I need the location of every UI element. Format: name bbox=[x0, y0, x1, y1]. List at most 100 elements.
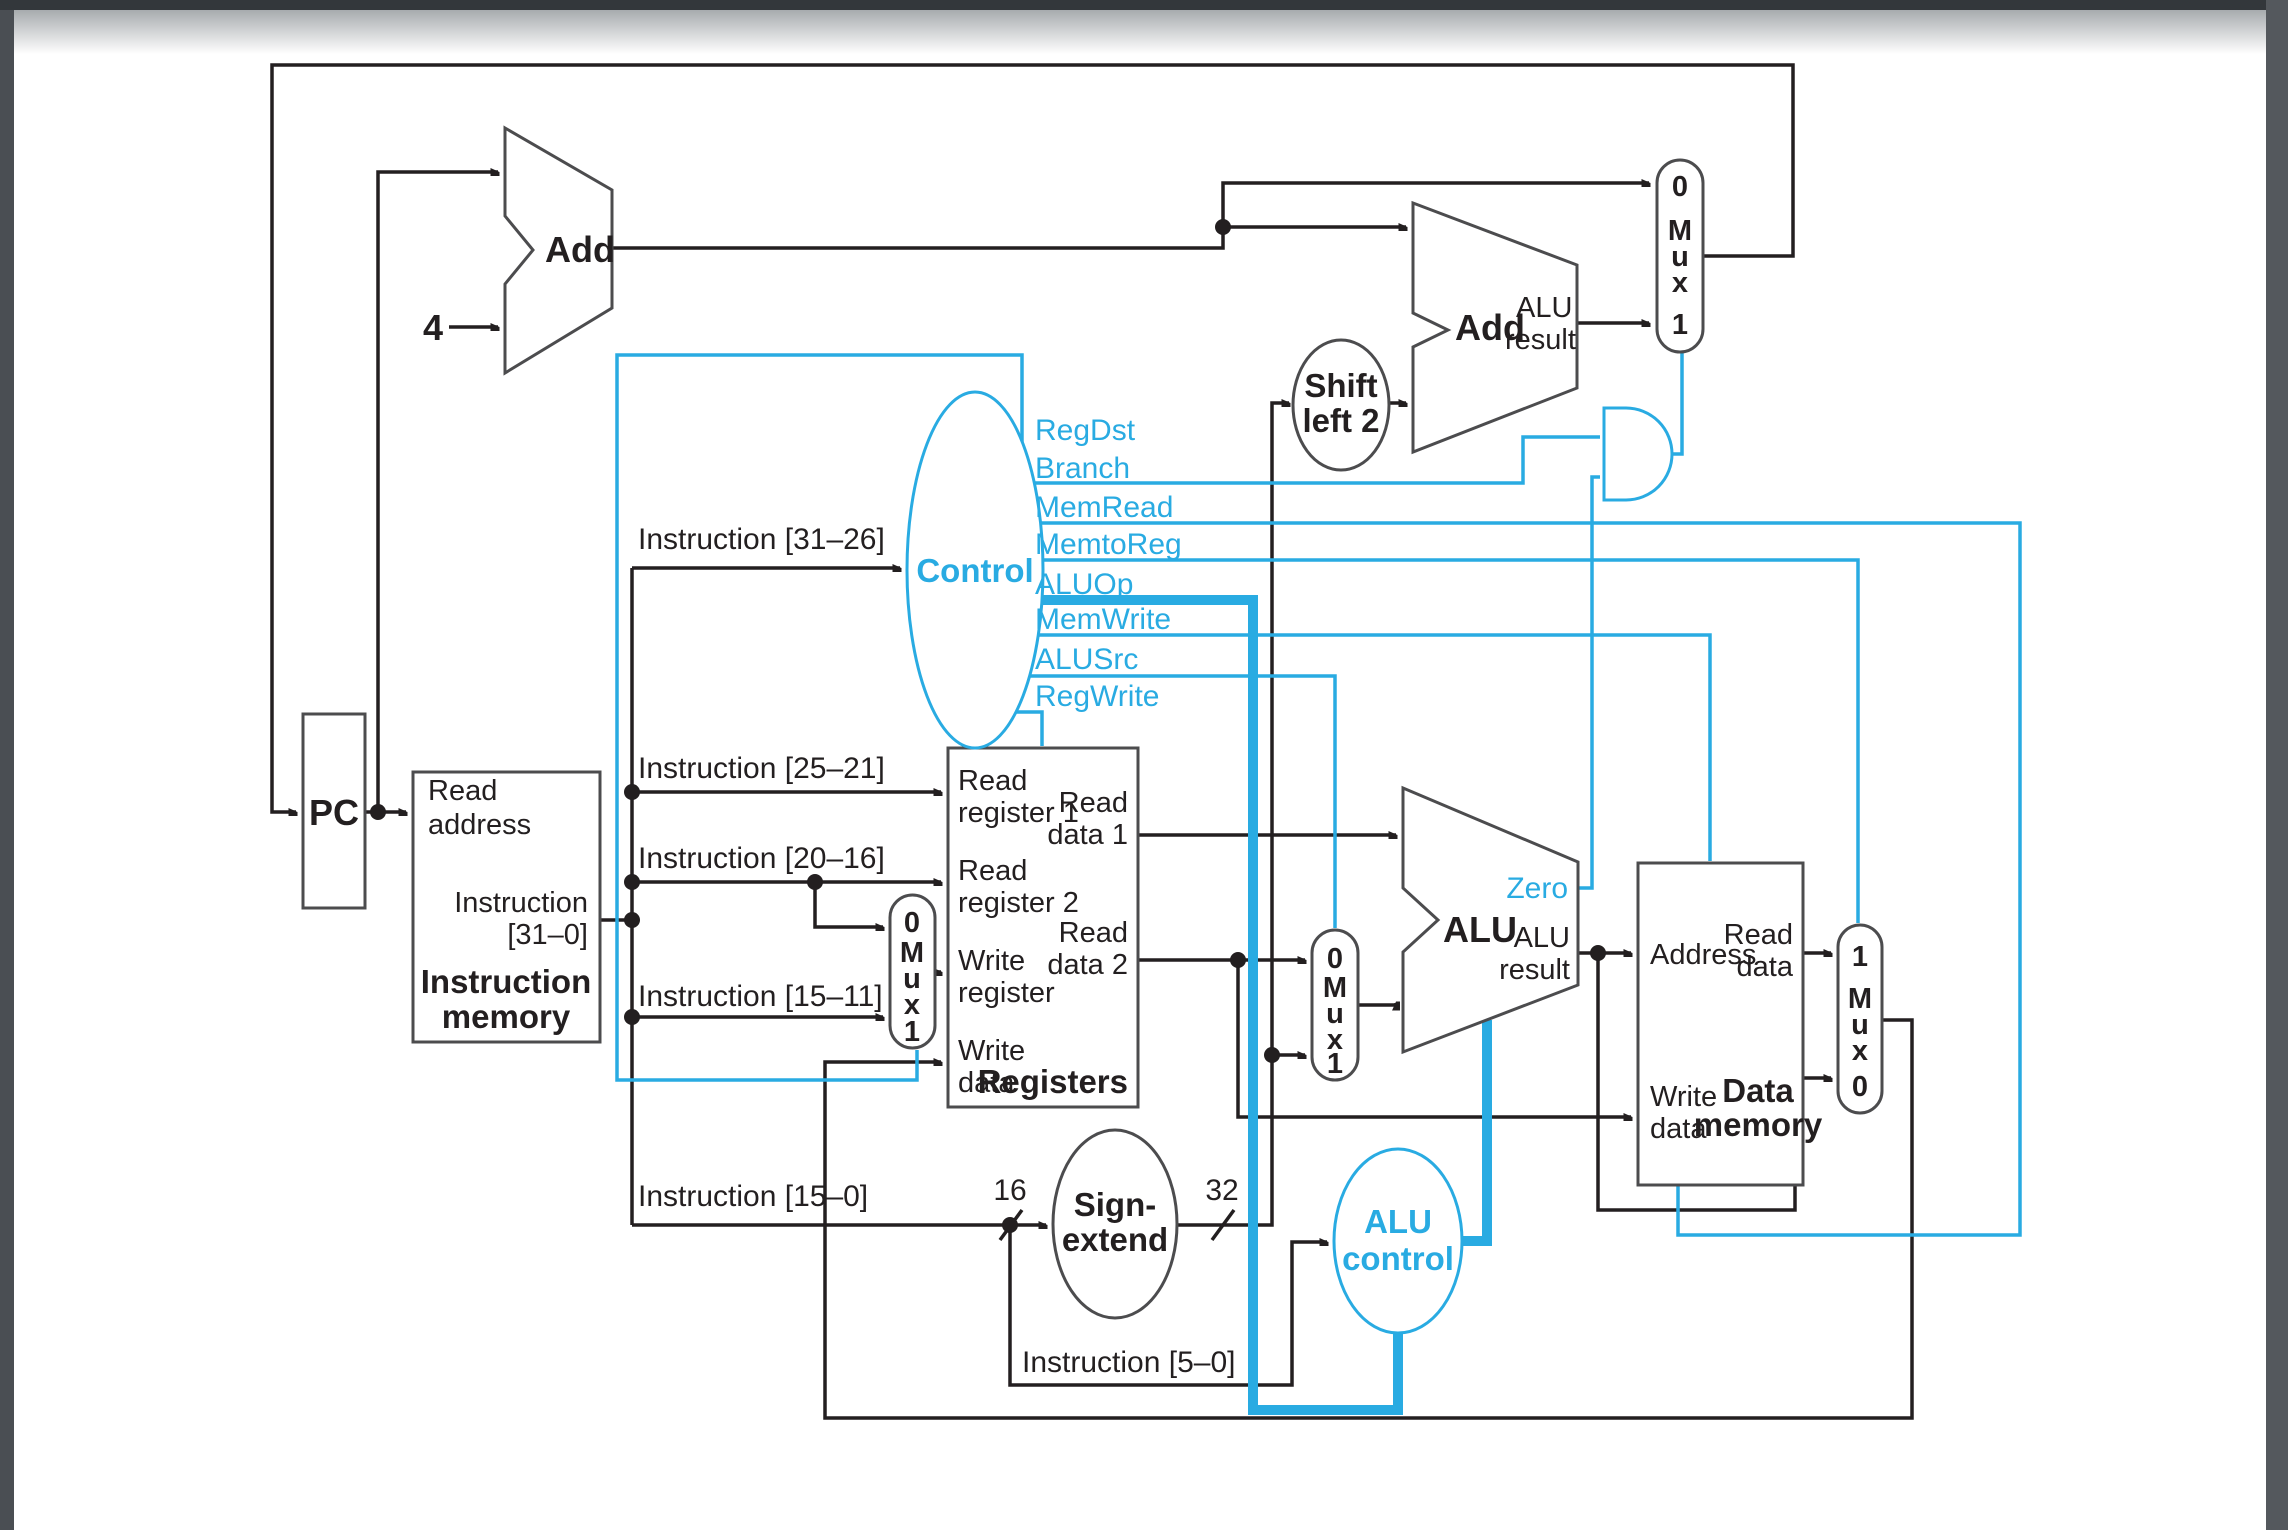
control-signal-labels: RegDst Branch MemRead MemtoReg ALUOp Mem… bbox=[1035, 414, 1182, 713]
shift-left-2-unit bbox=[1291, 338, 1391, 472]
mux-pcsrc: 0 M u x 1 bbox=[1655, 158, 1705, 354]
mux-alusrc-m: M bbox=[1323, 972, 1347, 1004]
imem-instruction-out2: [31–0] bbox=[507, 919, 588, 951]
mux-alusrc-body bbox=[1310, 928, 1360, 1082]
mux-alusrc-x: x bbox=[1327, 1024, 1343, 1056]
shift-label2: left 2 bbox=[1302, 402, 1379, 439]
wire-aluop bbox=[975, 595, 1403, 1415]
add-pc4-unit bbox=[503, 125, 614, 376]
wire-zero-to-and bbox=[1578, 475, 1600, 890]
dmem-readdata: Read bbox=[1724, 919, 1793, 951]
mux-memtoreg-body bbox=[1836, 923, 1884, 1115]
buswidth-16: 16 bbox=[993, 1174, 1026, 1207]
imem-read-address: Read bbox=[428, 775, 497, 807]
add-branch-result: ALU bbox=[1516, 292, 1572, 324]
registers-title: Registers bbox=[978, 1063, 1128, 1100]
const-4: 4 bbox=[423, 307, 443, 348]
page-top-shadow bbox=[14, 10, 2266, 62]
mux-regdst: 0 M u x 1 bbox=[888, 893, 937, 1050]
junction-dots bbox=[370, 219, 1606, 1233]
mux-alusrc-1: 1 bbox=[1327, 1048, 1343, 1080]
mux-regdst-u: u bbox=[903, 963, 921, 995]
dmem-title2: memory bbox=[1694, 1106, 1823, 1143]
alu-result-label: ALU bbox=[1514, 922, 1570, 954]
signext-label2: extend bbox=[1062, 1221, 1168, 1258]
reg-readreg2b: register 2 bbox=[958, 887, 1079, 919]
mux-alusrc-u: u bbox=[1326, 998, 1344, 1030]
mux-alusrc-0: 0 bbox=[1327, 943, 1343, 975]
label-i15-0: Instruction [15–0] bbox=[638, 1180, 868, 1213]
label-memwrite: MemWrite bbox=[1035, 603, 1171, 636]
alucontrol-label: ALU bbox=[1364, 1203, 1432, 1240]
label-regwrite: RegWrite bbox=[1035, 680, 1159, 713]
mux-regdst-0: 0 bbox=[904, 907, 920, 939]
label-memread: MemRead bbox=[1035, 491, 1173, 524]
mux-regdst-1: 1 bbox=[904, 1016, 920, 1048]
slash-32 bbox=[1210, 1208, 1236, 1242]
wire-alusrc bbox=[975, 674, 1337, 928]
reg-readdata1b: data 1 bbox=[1047, 819, 1128, 851]
mux-pcsrc-body bbox=[1655, 158, 1705, 354]
label-alusrc: ALUSrc bbox=[1035, 643, 1138, 676]
wire-memwrite bbox=[975, 633, 1712, 861]
registers-block bbox=[946, 746, 1140, 1109]
mux-pcsrc-m: M bbox=[1668, 215, 1692, 247]
mux-pcsrc-u: u bbox=[1671, 241, 1689, 273]
dmem-readdatab: data bbox=[1737, 951, 1794, 983]
reg-readreg1: Read bbox=[958, 765, 1027, 797]
label-memtoreg: MemtoReg bbox=[1035, 528, 1182, 561]
control-unit bbox=[905, 390, 1045, 750]
mux-memtoreg-x: x bbox=[1852, 1035, 1868, 1067]
label-i31-26: Instruction [31–26] bbox=[638, 523, 885, 556]
reg-readdata2b: data 2 bbox=[1047, 949, 1128, 981]
wire-and-to-pcsrc-select bbox=[1670, 352, 1684, 456]
alu-zero-label: Zero bbox=[1506, 872, 1568, 905]
wire-memread bbox=[975, 521, 2022, 1237]
wire-memtoreg bbox=[975, 558, 1860, 923]
imem-read-address2: address bbox=[428, 809, 531, 841]
label-regdst: RegDst bbox=[1035, 414, 1136, 447]
wire-readdata2-to-dmem-writedata bbox=[1236, 960, 1631, 1117]
wire-pcsrc-mux-to-pc bbox=[270, 63, 1795, 812]
mux-memtoreg-0: 0 bbox=[1852, 1071, 1868, 1103]
wire-pc-to-add bbox=[376, 172, 498, 812]
instruction-memory-block bbox=[411, 770, 602, 1044]
reg-readdata2: Read bbox=[1059, 917, 1128, 949]
add-pc4-label: Add bbox=[545, 229, 615, 270]
alu-label: ALU bbox=[1443, 909, 1517, 950]
dmem-writedatab: data bbox=[1650, 1113, 1707, 1145]
data-memory-block bbox=[1636, 861, 1805, 1187]
signext-label: Sign- bbox=[1074, 1186, 1156, 1223]
buswidth-32: 32 bbox=[1205, 1174, 1238, 1207]
label-i15-11: Instruction [15–11] bbox=[638, 980, 883, 1013]
add-branch-unit bbox=[1411, 200, 1579, 455]
reg-writedata: Write bbox=[958, 1035, 1025, 1067]
mux-memtoreg-u: u bbox=[1851, 1009, 1869, 1041]
mux-memtoreg-1: 1 bbox=[1852, 941, 1868, 973]
reg-writereg: Write bbox=[958, 945, 1025, 977]
mux-memtoreg-m: M bbox=[1848, 983, 1872, 1015]
imem-instruction-out: Instruction bbox=[454, 887, 588, 919]
add-branch-label: Add bbox=[1455, 307, 1525, 348]
alu-result-label2: result bbox=[1499, 954, 1570, 986]
wire-signext-to-shift bbox=[1177, 403, 1289, 1227]
imem-title2: memory bbox=[442, 998, 571, 1035]
dmem-title: Data bbox=[1722, 1072, 1794, 1109]
wire-aluresult-to-memtoreg-mux0 bbox=[1596, 953, 1831, 1212]
slash-16 bbox=[998, 1208, 1024, 1242]
control-label: Control bbox=[916, 552, 1033, 589]
label-i25-21: Instruction [25–21] bbox=[638, 752, 885, 785]
mux-memtoreg: 1 M u x 0 bbox=[1836, 923, 1884, 1115]
wire-memtoreg-mux-to-writedata bbox=[823, 1018, 1914, 1420]
reg-writeregb: register bbox=[958, 977, 1055, 1009]
label-branch: Branch bbox=[1035, 452, 1130, 485]
dmem-address: Address bbox=[1650, 939, 1756, 971]
reg-readreg2: Read bbox=[958, 855, 1027, 887]
add-branch-result2: result bbox=[1505, 324, 1576, 356]
wire-i5-0-to-alucontrol bbox=[1008, 1225, 1327, 1387]
sign-extend-unit bbox=[1051, 1128, 1179, 1320]
alucontrol-label2: control bbox=[1342, 1240, 1454, 1277]
dmem-writedata: Write bbox=[1650, 1081, 1717, 1113]
